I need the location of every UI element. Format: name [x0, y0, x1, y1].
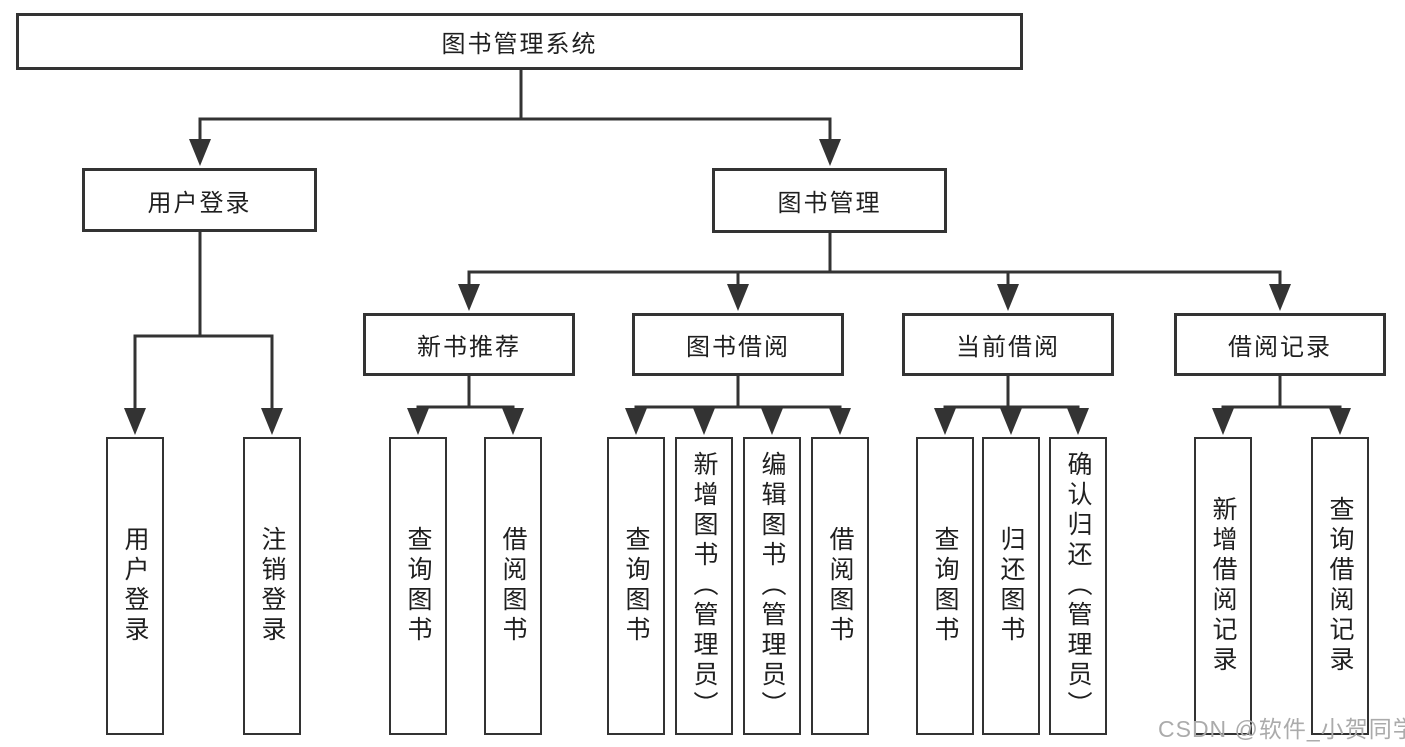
- node-new-book-recommend: 新书推荐: [363, 313, 575, 376]
- connector-current-borrow: [943, 376, 1080, 412]
- node-user-login: 用户登录: [82, 168, 317, 232]
- node-library-management-system: 图书管理系统: [16, 13, 1023, 70]
- arrowheads-borrow-records: [1212, 408, 1351, 435]
- leaf-query-borrow-record: 查询借阅记录: [1311, 437, 1369, 735]
- leaf-query-book-borrow: 查询图书: [607, 437, 665, 735]
- connector-book-borrow: [634, 376, 842, 412]
- leaf-borrow-book: 借阅图书: [811, 437, 869, 735]
- leaf-return-book: 归还图书: [982, 437, 1040, 735]
- leaf-confirm-return-admin: 确认归还（管理员）: [1049, 437, 1107, 735]
- leaf-user-login: 用户登录: [106, 437, 164, 735]
- node-book-management: 图书管理: [712, 168, 947, 233]
- node-current-borrow: 当前借阅: [902, 313, 1114, 376]
- arrowheads-current-borrow: [934, 408, 1089, 435]
- arrowheads-level2: [189, 139, 841, 166]
- node-borrow-records: 借阅记录: [1174, 313, 1386, 376]
- arrowheads-book-borrow: [625, 408, 851, 435]
- arrowheads-user-login: [124, 408, 283, 435]
- arrowheads-new-book: [407, 408, 524, 435]
- leaf-edit-book-admin: 编辑图书（管理员）: [743, 437, 801, 735]
- csdn-watermark: CSDN @软件_小贺同学: [1158, 716, 1405, 742]
- connector-book-management: [467, 233, 1282, 288]
- leaf-add-book-admin: 新增图书（管理员）: [675, 437, 733, 735]
- connector-borrow-records: [1221, 376, 1342, 412]
- leaf-query-book-current: 查询图书: [916, 437, 974, 735]
- node-book-borrow: 图书借阅: [632, 313, 844, 376]
- leaf-logout: 注销登录: [243, 437, 301, 735]
- connector-root-to-level2: [198, 70, 832, 143]
- leaf-query-book-recommend: 查询图书: [389, 437, 447, 735]
- connector-new-book: [416, 376, 515, 412]
- arrowheads-level3: [458, 284, 1291, 311]
- leaf-add-borrow-record: 新增借阅记录: [1194, 437, 1252, 735]
- connector-user-login: [133, 232, 274, 412]
- leaf-borrow-book-recommend: 借阅图书: [484, 437, 542, 735]
